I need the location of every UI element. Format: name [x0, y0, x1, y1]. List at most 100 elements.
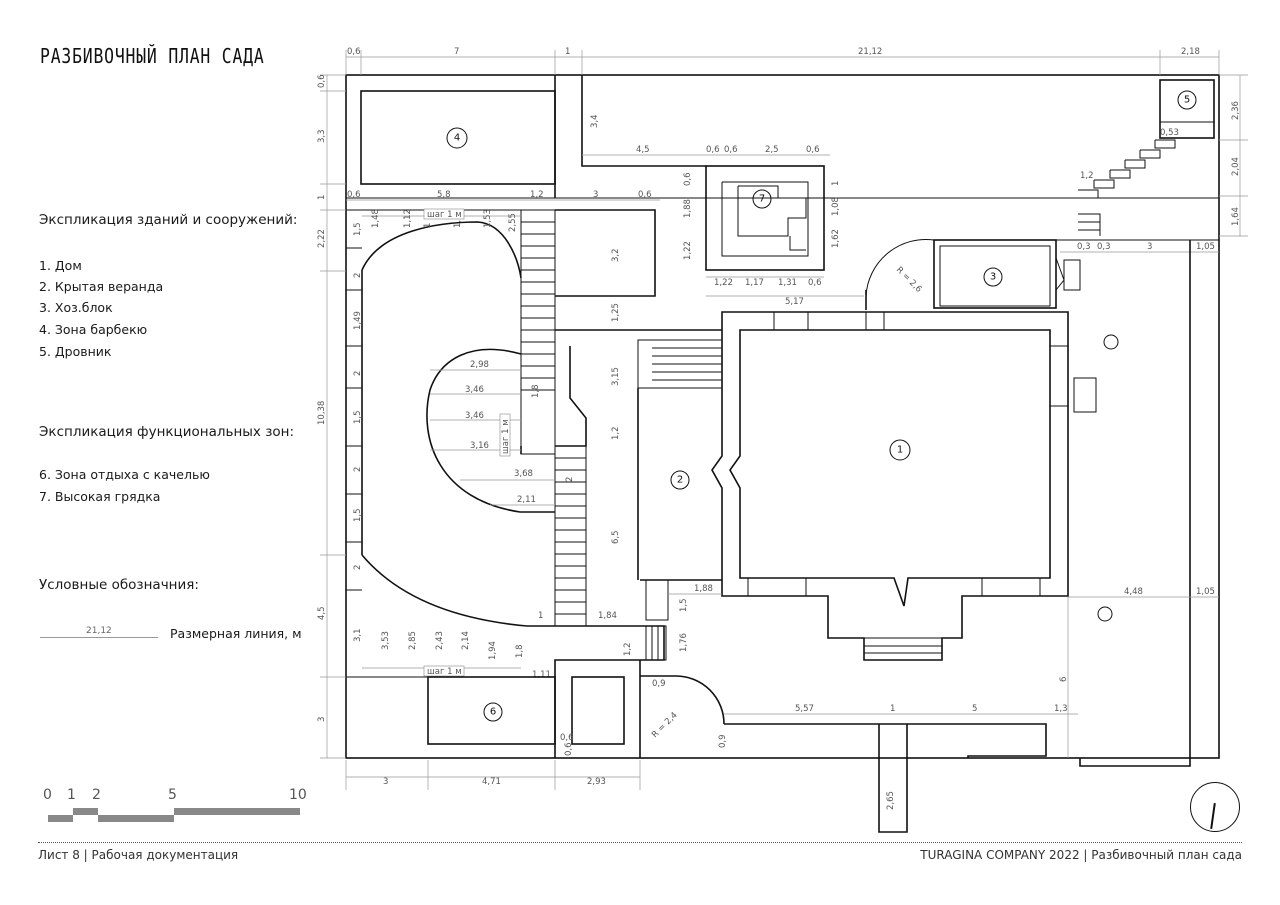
dim-label: 1,1: [453, 214, 463, 228]
dim-label: 1,05: [1196, 242, 1215, 252]
dim-label: 5,8: [437, 190, 451, 200]
dim-label: 4,5: [317, 606, 327, 620]
top-dimension-chain: 0,6 7 1 21,12 2,18 0,6 5,8 1,2 3 0,6: [345, 47, 1220, 201]
dim-label: 1: [538, 611, 543, 621]
step-label: шаг 1 м: [501, 419, 511, 454]
dim-label: 1,5: [353, 222, 363, 236]
building-item: 1. Дом: [39, 258, 82, 273]
dim-label: 0,6: [560, 733, 574, 743]
dim-label: 1: [423, 223, 433, 228]
dim-label: 1,17: [745, 278, 764, 288]
dim-label: 1,76: [679, 633, 689, 652]
legend-dimension-label: Размерная линия, м: [170, 626, 302, 641]
dim-label: 3,2: [611, 248, 621, 262]
dim-label: 0,6: [724, 145, 738, 155]
dim-label: 2,65: [886, 791, 896, 810]
right-dimension-chain: 2,36 2,04 1,64: [1219, 74, 1248, 237]
swing-zone: 6 0,6 0,6: [427, 660, 641, 758]
zone-number: 5: [1184, 95, 1190, 106]
dim-label: 1,62: [831, 229, 841, 248]
footer-right: TURAGINA COMPANY 2022 | Разбивочный план…: [920, 848, 1242, 862]
dim-label: 1,88: [694, 584, 713, 594]
dim-label: 3,68: [514, 469, 533, 479]
central-paths: 3,2 1,25 3,15 1,2 6,5 1,84 1 1,2 1,11: [520, 209, 665, 758]
dim-label: 1,22: [683, 241, 693, 260]
dim-label: 1,3: [1054, 704, 1068, 714]
dim-label: 3,3: [317, 129, 327, 143]
building-item: 5. Дровник: [39, 344, 112, 359]
legend-heading: Условные обозначния:: [39, 577, 199, 593]
dim-label: 1,05: [1196, 587, 1215, 597]
dim-label: 1,53: [483, 209, 493, 228]
dim-label: 3,46: [465, 385, 484, 395]
radius-label: R = 2,4: [650, 710, 680, 740]
zone-number: 2: [677, 475, 683, 486]
page-title: РАЗБИВОЧНЫЙ ПЛАН САДА: [40, 44, 265, 68]
dim-label: 2,93: [587, 777, 606, 787]
zone-number: 6: [490, 707, 496, 718]
dim-label: 10,38: [317, 401, 327, 425]
dim-label: 0,6: [347, 190, 361, 200]
dim-label: 6,5: [611, 530, 621, 544]
dim-label: 1,48: [371, 209, 381, 228]
dim-label: 2,55: [508, 213, 518, 232]
scale-label: 10: [289, 787, 307, 803]
dim-label: 1,88: [683, 199, 693, 218]
dim-label: 0,6: [564, 742, 574, 756]
dim-label: 3,1: [353, 628, 363, 642]
zone-item: 6. Зона отдыха с качелью: [39, 467, 210, 482]
dim-label: 2,5: [765, 145, 779, 155]
dim-label: 1,2: [530, 190, 544, 200]
dim-label: 1,2: [623, 642, 633, 656]
dim-label: 5,17: [785, 297, 804, 307]
dim-label: 1,84: [598, 611, 617, 621]
dim-label: 2,43: [435, 631, 445, 650]
dim-label: 4,71: [482, 777, 501, 787]
scale-label: 5: [168, 787, 177, 803]
step-label: шаг 1 м: [427, 667, 462, 677]
dim-label: 5: [972, 704, 977, 714]
legend-dimension-value: 21,12: [86, 626, 112, 636]
dim-label: 0,3: [1077, 242, 1091, 252]
dim-label: 1,8: [531, 384, 541, 398]
raised-bed: 7 0,6 1,88 1,22 1 1,08 1,62 1,22 1,17 1,…: [683, 165, 864, 307]
building-item: 2. Крытая веранда: [39, 279, 164, 294]
dim-label: 2,11: [517, 495, 536, 505]
dim-label: 6: [1059, 677, 1069, 682]
dim-label: 2: [565, 477, 575, 482]
dim-label: 1,94: [488, 641, 498, 660]
bottom-dimension-chain: 3 4,71 2,93: [345, 760, 641, 790]
dim-label: 1,12: [403, 209, 413, 228]
building-item: 4. Зона барбекю: [39, 322, 148, 337]
dim-label: 1,8: [515, 644, 525, 658]
dim-label: 0,6: [638, 190, 652, 200]
outbuilding: 3 R = 2,6 0,3 0,3 3 1,05: [865, 238, 1219, 310]
lower-paths: 1,88 1,5 1,76 0,9 R = 2,4 5,57 1 5 1,3 0…: [640, 579, 1219, 833]
house: 1: [711, 311, 1097, 661]
dim-label: 1: [565, 47, 570, 57]
dim-label: 1,31: [778, 278, 797, 288]
dim-label: 1,5: [353, 410, 363, 424]
dim-label: 7: [454, 47, 459, 57]
left-dimension-chain: 0,6 3,3 1 2,22 10,38 4,5 3: [317, 74, 346, 759]
dim-label: 1: [831, 181, 841, 186]
dim-label: 1,49: [353, 311, 363, 330]
dim-label: 4,5: [636, 145, 650, 155]
dim-label: 0,6: [806, 145, 820, 155]
dim-label: 0,6: [683, 172, 693, 186]
radius-label: R = 2,6: [894, 265, 924, 295]
veranda: 2: [637, 329, 723, 580]
dim-label: 0,6: [706, 145, 720, 155]
tree-icon: [1097, 606, 1113, 622]
building-item: 3. Хоз.блок: [39, 300, 113, 315]
scale-label: 1: [67, 787, 76, 803]
dim-label: 3,4: [590, 114, 600, 128]
dim-label: 21,12: [858, 47, 882, 57]
dim-label: 1,64: [1231, 207, 1241, 226]
dim-label: 4,48: [1124, 587, 1143, 597]
dim-label: 1,22: [714, 278, 733, 288]
dim-label: 0,6: [317, 74, 327, 88]
dim-label: 0,3: [1097, 242, 1111, 252]
dim-label: 3,16: [470, 441, 489, 451]
